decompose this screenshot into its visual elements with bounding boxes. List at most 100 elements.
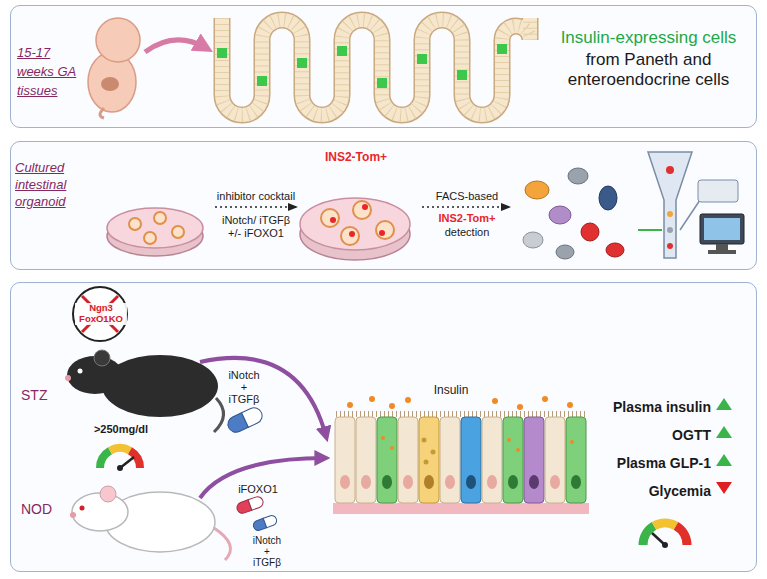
panel-text: Plasma insulin [591, 399, 711, 416]
flow-cytometer [666, 166, 674, 174]
black-mouse [94, 350, 110, 366]
embryo-figure [88, 18, 140, 118]
sorted-cells [606, 243, 624, 257]
petri-dish-tomato [362, 204, 368, 210]
insulin-granules [347, 402, 353, 408]
sorted-cells [523, 168, 624, 259]
glucose-gauge [100, 451, 110, 468]
intestinal-villi [222, 18, 530, 115]
petri-dish-tomato [349, 231, 355, 237]
epithelium [424, 460, 429, 465]
epithelium [335, 417, 355, 503]
epithelium [524, 417, 544, 503]
epithelium [336, 411, 586, 417]
panel-text: INS2-Tom+ [419, 212, 515, 225]
epithelium [507, 438, 511, 442]
panel-text: >250mg/dl [81, 423, 161, 436]
capsule [242, 405, 265, 427]
petri-dish-tomato [379, 230, 385, 236]
trend-triangles [716, 426, 732, 438]
panel-ground [10, 141, 757, 270]
epithelium [445, 475, 455, 489]
panel-text: Plasma GLP-1 [591, 455, 711, 472]
epithelium [570, 440, 574, 444]
panel-text: iNotch + iTGFβ [249, 535, 285, 568]
petri-dish-tomato [330, 217, 336, 223]
panel-text: FACS-based [419, 190, 515, 203]
dotted-arrow [215, 206, 296, 208]
flow-cytometer [716, 244, 728, 250]
panel-text: Insulin [421, 383, 481, 397]
black-mouse [78, 369, 83, 374]
capsule [252, 514, 278, 532]
glucose-gauge [117, 465, 123, 471]
epithelium [440, 417, 460, 503]
white-mouse [100, 486, 116, 502]
intestinal-villi [297, 58, 307, 68]
petri-dish [129, 218, 141, 230]
insulin-granules [567, 402, 573, 408]
panel-text: STZ [21, 387, 61, 404]
epithelium [566, 417, 586, 503]
epithelium [361, 475, 371, 489]
insulin-granules [347, 396, 573, 410]
intestinal-villi [497, 44, 507, 54]
panel-text: Cultured intestinal organoid [15, 160, 101, 211]
trend-triangles [716, 482, 732, 494]
black-mouse [65, 375, 71, 381]
flow-cytometer [698, 180, 738, 202]
epithelium [340, 475, 350, 489]
panel-ground [10, 5, 757, 572]
panel-band: Cultured intestinal organoidinhibitor co… [10, 141, 757, 270]
epithelium [516, 448, 520, 452]
petri-dish [107, 208, 203, 256]
epithelium [419, 417, 439, 503]
epithelium [377, 417, 397, 503]
epithelium [381, 436, 385, 440]
white-mouse [214, 528, 230, 560]
intestinal-villi [337, 46, 347, 56]
insulin-granules [517, 404, 523, 410]
panel-ground [10, 282, 757, 572]
flow-cytometer [680, 200, 700, 230]
trend-triangles [716, 398, 732, 410]
sorted-cells [568, 168, 588, 184]
flow-cytometer [667, 211, 673, 217]
flow-cytometer [638, 152, 744, 258]
flow-cytometer [648, 152, 692, 258]
intestinal-villi [222, 18, 530, 115]
panel-text: detection [419, 226, 515, 239]
panel-band: 15-17 weeks GA tissuesInsulin-expressing… [10, 5, 757, 128]
trend-triangles [716, 454, 732, 466]
flow-cytometer [704, 218, 740, 240]
treatment-arrow [200, 358, 326, 436]
sorted-cells [549, 206, 571, 224]
white-mouse [70, 512, 76, 518]
petri-dish [172, 226, 184, 238]
flow-cytometer [700, 214, 744, 244]
panel-text: iNotch/ iTGFβ +/- iFOXO1 [216, 214, 296, 240]
epithelium [529, 475, 539, 489]
intestinal-villi [377, 78, 387, 88]
dotted-arrow [422, 206, 509, 208]
epithelium [333, 414, 589, 514]
petri-dish-tomato [321, 209, 339, 227]
epithelium [461, 417, 481, 503]
panel-ground [10, 5, 757, 128]
glucose-gauge [662, 542, 668, 548]
insulin-granules [389, 403, 395, 409]
petri-dish-tomato [341, 227, 359, 245]
epithelium [403, 475, 413, 489]
petri-dish-tomato [376, 221, 394, 239]
epithelium [545, 417, 565, 503]
sorted-cells [556, 245, 574, 259]
intestinal-villi [457, 70, 467, 80]
panel-text: iNotch + iTGFβ [225, 369, 263, 405]
glucose-gauge [654, 523, 676, 526]
pointer-arrow [145, 40, 206, 52]
sorted-cells [599, 186, 617, 210]
epithelium [503, 417, 523, 503]
flow-cytometer [667, 243, 673, 249]
insulin-granules [542, 396, 548, 402]
embryo-figure [100, 108, 104, 118]
